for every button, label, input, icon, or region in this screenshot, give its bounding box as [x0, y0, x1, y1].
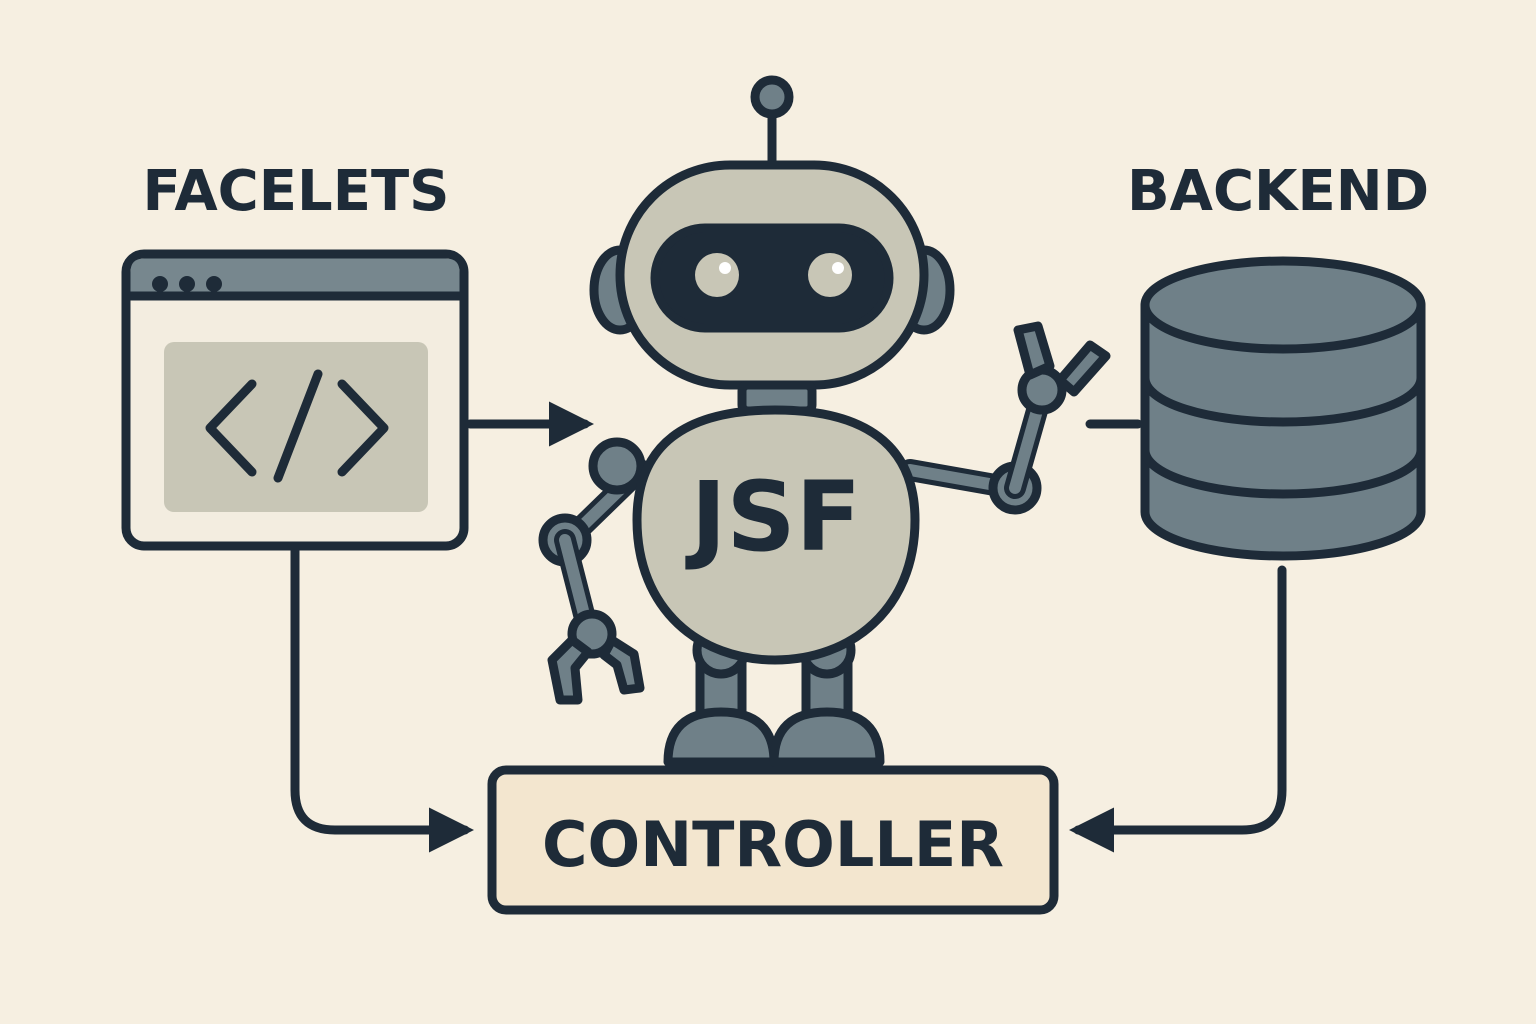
- arrow-facelets-to-controller: [290, 545, 474, 853]
- arrow-backend-to-controller: [1069, 565, 1287, 853]
- code-brackets-icon: [205, 369, 389, 483]
- controller-box: CONTROLLER: [487, 765, 1059, 915]
- window-dot-icon: [206, 276, 222, 292]
- window-dot-icon: [179, 276, 195, 292]
- controller-label: CONTROLLER: [542, 808, 1004, 881]
- connectors: [290, 401, 1287, 853]
- facelets-title: FACELETS: [143, 159, 450, 224]
- jsf-chest-label: JSF: [685, 461, 861, 573]
- robot-icon: [538, 75, 1111, 767]
- window-dot-icon: [152, 276, 168, 292]
- backend-title: BACKEND: [1127, 159, 1429, 224]
- database-icon: [1140, 256, 1426, 561]
- browser-window-icon: [121, 249, 469, 551]
